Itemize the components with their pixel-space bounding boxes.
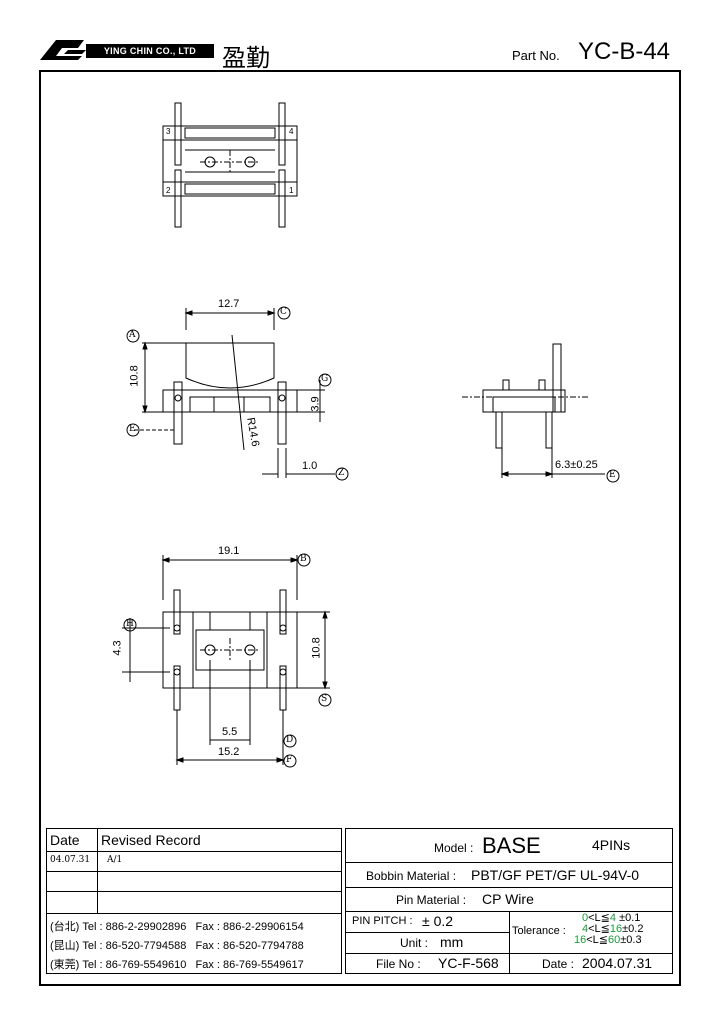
contact-row: (台北) Tel : 886-2-29902896 Fax : 886-2-29… <box>50 921 304 933</box>
pitch-value: ± 0.2 <box>422 913 454 929</box>
company-name-en: YING CHIN CO., LTD <box>86 44 214 58</box>
dim-base-height: 3.9 <box>309 396 322 412</box>
dim-overall-width: 19.1 <box>218 545 240 557</box>
col-record-header: Revised Record <box>101 832 201 848</box>
datum-z: Z <box>338 468 345 478</box>
logo-mark-icon <box>40 40 86 60</box>
bobbin-material: PBT/GF PET/GF UL-94V-0 <box>471 867 640 883</box>
date-value: 2004.07.31 <box>582 955 653 971</box>
contact-row: (昆山) Tel : 86-520-7794588 Fax : 86-520-7… <box>50 940 304 952</box>
revision-date: 04.07.31 <box>50 855 91 865</box>
company-logo <box>38 38 214 62</box>
company-name-cn: 盈勤 <box>222 44 270 72</box>
technical-drawing: 3 4 2 1 <box>122 102 620 768</box>
dim-depth: 10.8 <box>310 637 323 659</box>
datum-c: C <box>280 307 287 317</box>
drawing-frame <box>39 70 681 986</box>
dim-side-span: 6.3±0.25 <box>555 459 598 471</box>
pitch-label: PIN PITCH : <box>352 915 413 927</box>
pin-number-3: 3 <box>166 127 171 136</box>
dim-height-front: 10.8 <box>128 365 141 387</box>
pin-material-label: Pin Material : <box>396 893 467 907</box>
contact-row: (東莞) Tel : 86-769-5549610 Fax : 86-769-5… <box>50 959 304 971</box>
datum-d: D <box>286 735 294 745</box>
model-value: BASE <box>482 833 541 858</box>
unit-label: Unit : <box>400 936 429 950</box>
dim-width-top: 12.7 <box>218 298 240 310</box>
model-label: Model : <box>434 841 474 855</box>
top-view <box>162 102 298 228</box>
col-date-header: Date <box>50 832 80 848</box>
pin-count: 4PINs <box>592 837 631 853</box>
datum-e-side: E <box>609 470 616 480</box>
unit-value: mm <box>440 934 464 950</box>
dim-pin-pitch: 15.2 <box>218 746 240 758</box>
part-no-label: Part No. <box>512 48 560 63</box>
tolerance-row: 16<L≦60±0.3 <box>574 934 642 946</box>
tolerance-row: 4<L≦16±0.2 <box>582 923 644 935</box>
tolerance-row: 0<L≦4 ±0.1 <box>582 912 641 924</box>
datum-b: B <box>300 554 307 564</box>
tolerance-label: Tolerance : <box>512 925 566 937</box>
spec-table: Model : BASE 4PINs Bobbin Material : PBT… <box>345 828 673 974</box>
side-view <box>462 343 605 478</box>
bottom-view <box>122 555 330 765</box>
bobbin-material-label: Bobbin Material : <box>366 869 457 883</box>
dim-pin-dia: 1.0 <box>302 460 318 472</box>
datum-a: A <box>129 330 136 340</box>
part-number: YC-B-44 <box>578 38 671 65</box>
pin-number-1: 1 <box>289 186 294 195</box>
file-no-label: File No : <box>376 957 421 971</box>
pin-material: CP Wire <box>482 891 534 907</box>
pin-number-2: 2 <box>166 186 171 195</box>
date-label: Date : <box>542 957 575 971</box>
dim-pin-row: 4.3 <box>111 640 124 656</box>
revision-table: Date Revised Record 04.07.31 A/1 (台北) Te… <box>46 828 342 974</box>
front-view <box>134 308 335 478</box>
datum-s: S <box>321 694 328 704</box>
revision-record: A/1 <box>107 855 123 865</box>
datum-h: H <box>126 619 134 629</box>
file-no: YC-F-568 <box>438 955 499 971</box>
datum-e: E <box>129 424 136 434</box>
datum-f: F <box>286 755 293 765</box>
datum-g: G <box>321 374 329 384</box>
pin-number-4: 4 <box>289 127 294 136</box>
dim-hole-pitch: 5.5 <box>222 726 238 738</box>
